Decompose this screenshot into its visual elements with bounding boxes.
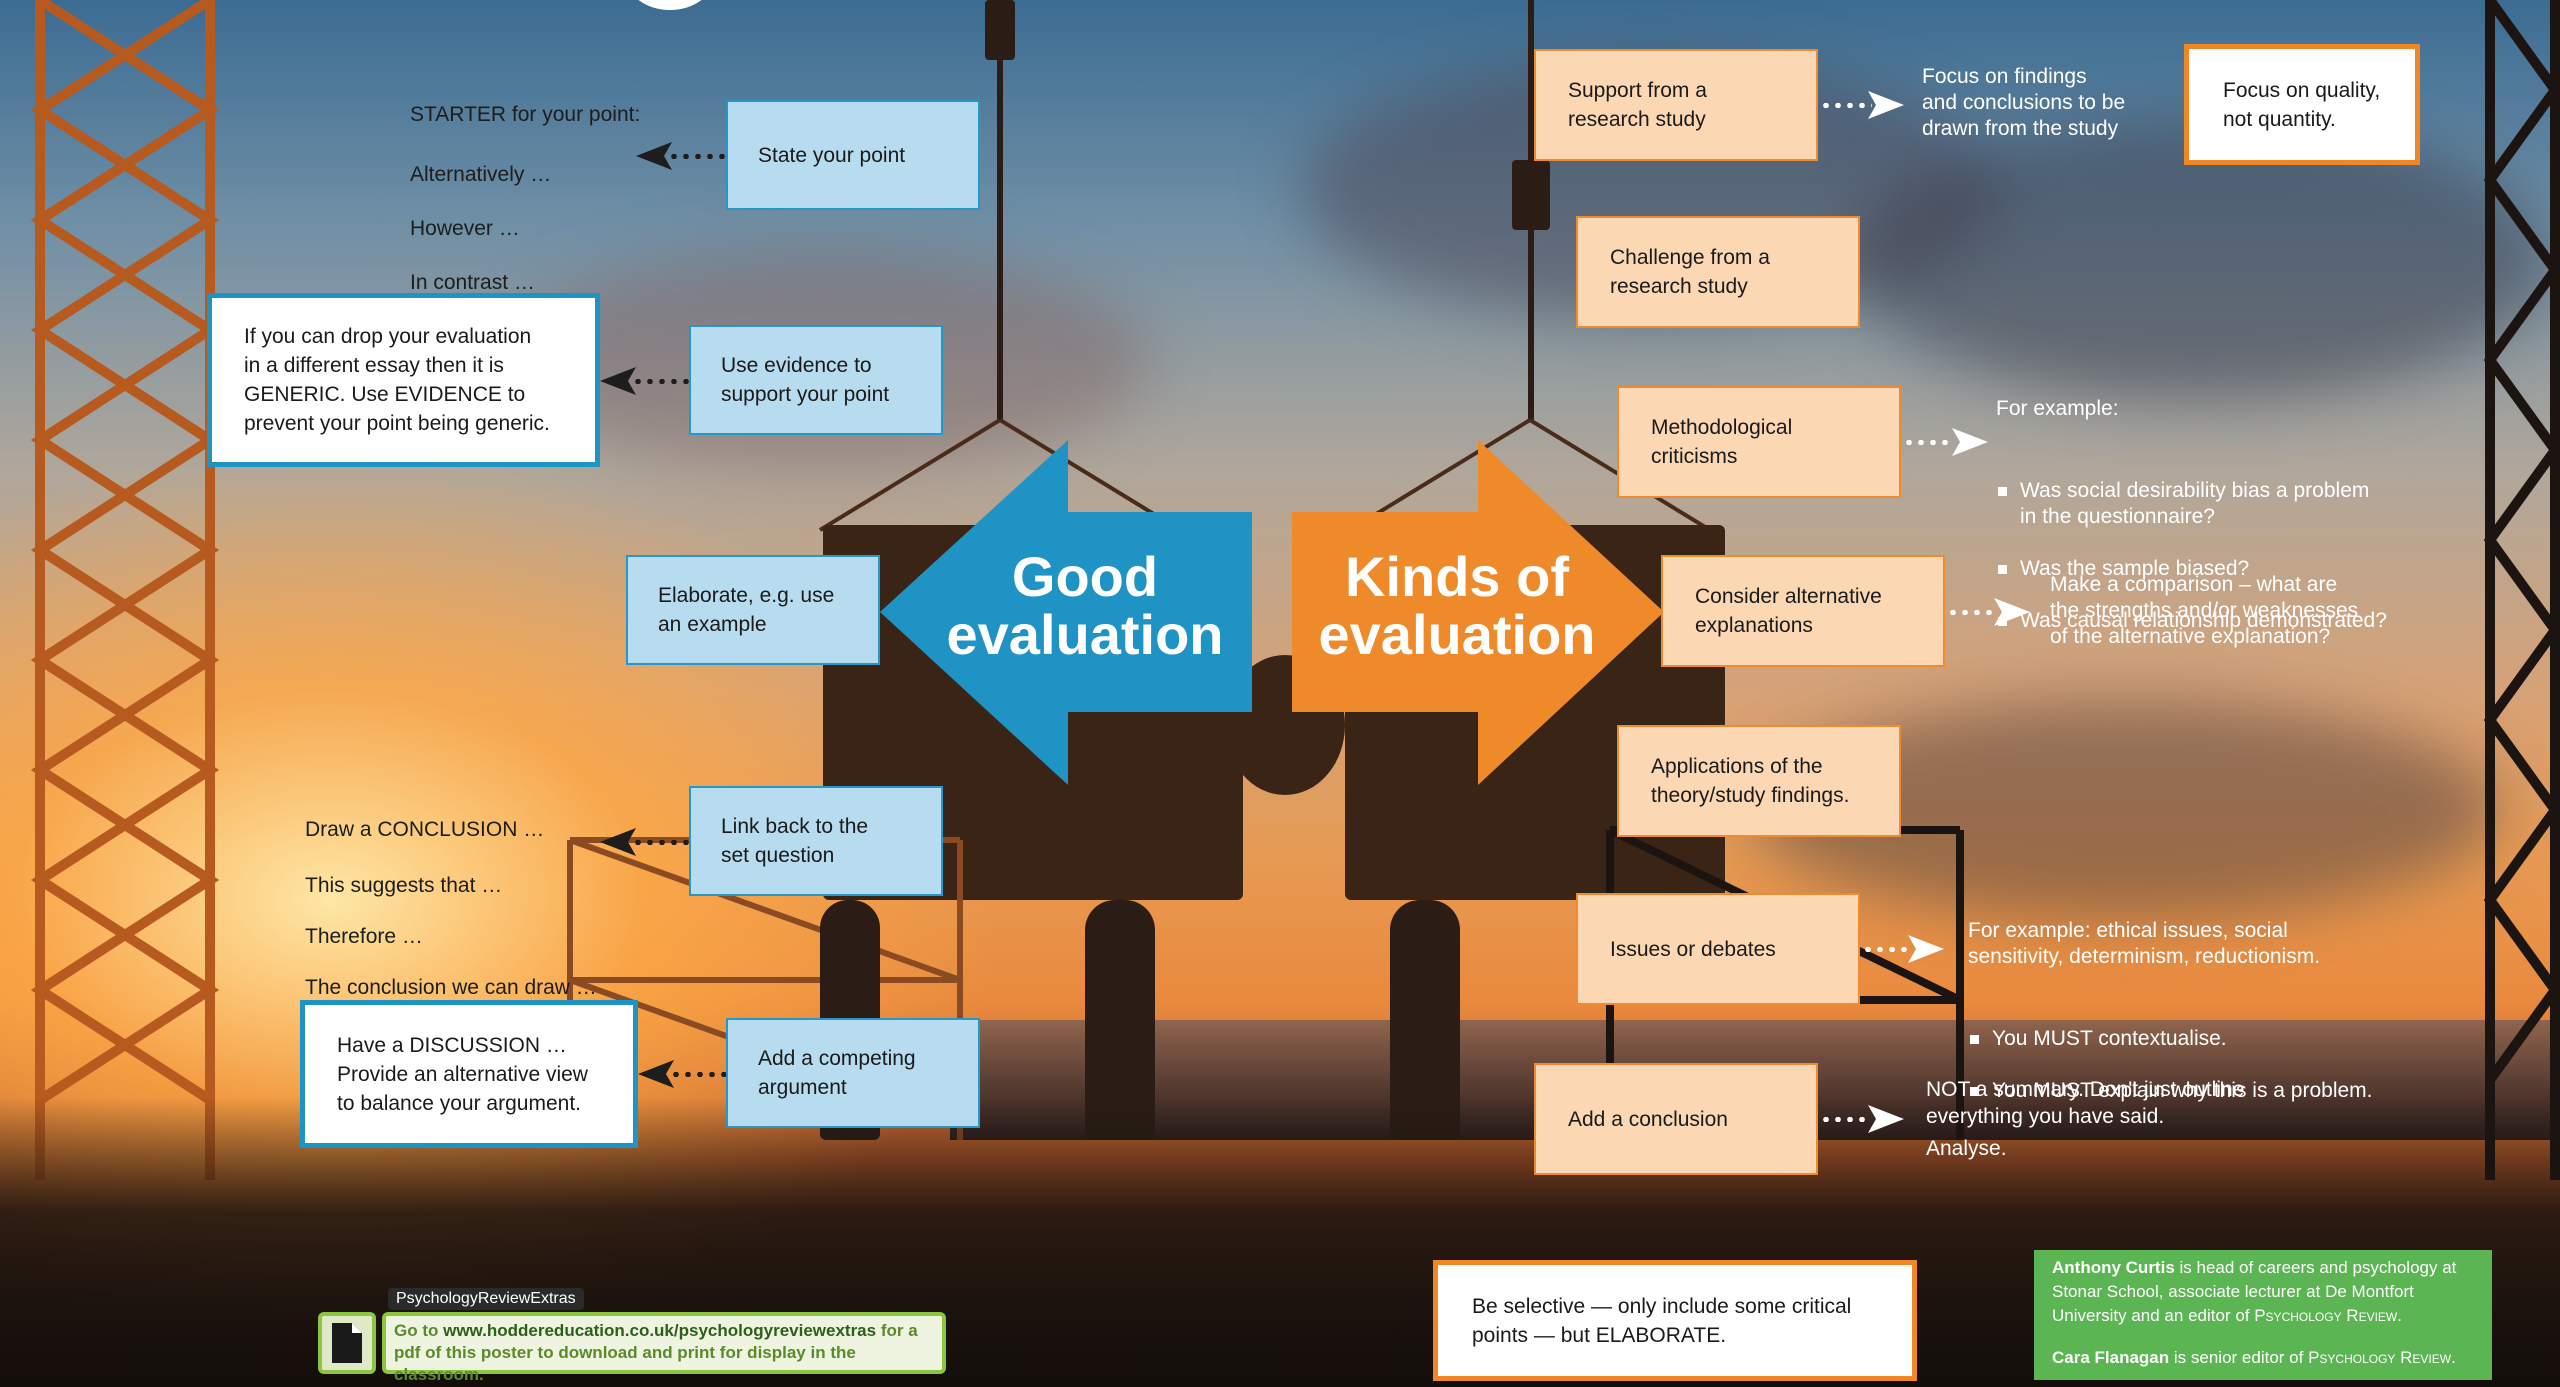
issues-note: For example: ethical issues, social sens…: [1968, 892, 2388, 1156]
author-bio: is senior editor of: [2169, 1348, 2309, 1367]
support-research-box: Support from a research study: [1534, 49, 1818, 161]
dotted-connector: [632, 840, 689, 845]
crane-hook-right: [1512, 160, 1550, 230]
selective-note-box: Be selective — only include some critica…: [1433, 1260, 1917, 1381]
author-name: Cara Flanagan: [2052, 1348, 2170, 1367]
list-item: You MUST explain why this is a problem.: [1968, 1078, 2388, 1104]
dotted-connector: [1820, 103, 1872, 108]
elaborate-box: Elaborate, e.g. use an example: [626, 555, 880, 665]
document-icon: [318, 1312, 376, 1374]
arrowhead-right-icon: [1868, 91, 1904, 119]
dotted-connector: [1820, 1117, 1870, 1122]
extras-go: Go to: [394, 1321, 444, 1340]
dotted-connector: [632, 379, 689, 384]
example-heading: For example:: [1996, 397, 2119, 420]
credits-box: Anthony Curtis is head of careers and ps…: [2034, 1250, 2492, 1380]
issues-list: You MUST contextualise. You MUST explain…: [1968, 1000, 2388, 1130]
extras-rest: pdf of this poster to download and print…: [394, 1343, 856, 1384]
crane-cable-left: [997, 0, 1003, 420]
findings-note: Focus on findings and conclusions to be …: [1922, 65, 2126, 140]
methodological-criticisms-box: Methodological criticisms: [1617, 386, 1901, 498]
starter-item: Alternatively …: [410, 163, 552, 186]
starter-item: However …: [410, 217, 520, 240]
generic-note-box: If you can drop your evaluation in a dif…: [207, 293, 600, 467]
author-bio: is head of careers and psychology at Sto…: [2052, 1258, 2457, 1325]
conclusion-right-note: NOT a summary. Don't just outline everyt…: [1926, 1078, 2245, 1128]
starter-heading: STARTER for your point:: [410, 103, 641, 126]
issues-debates-box: Issues or debates: [1576, 893, 1860, 1005]
alternative-explanations-box: Consider alternative explanations: [1661, 555, 1945, 667]
add-conclusion-box: Add a conclusion: [1534, 1063, 1818, 1175]
extras-banner: PsychologyReviewExtras Go to www.hoddere…: [318, 1288, 946, 1384]
alternative-note: Make a comparison – what are the strengt…: [2050, 573, 2359, 648]
good-evaluation-arrow: [880, 440, 1252, 785]
conclusion-item: Therefore …: [305, 925, 423, 948]
kinds-of-evaluation-arrow: [1292, 440, 1664, 785]
arrowhead-left-icon: [636, 142, 672, 170]
extras-rest: for a: [876, 1321, 918, 1340]
conclusion-item: This suggests that …: [305, 874, 503, 897]
crane-hook-left: [985, 0, 1015, 60]
credit-line: Anthony Curtis is head of careers and ps…: [2052, 1258, 2457, 1325]
methodological-note: For example: Was social desirability bia…: [1996, 370, 2416, 686]
conclusion-note: Draw a CONCLUSION … This suggests that ……: [305, 789, 625, 1027]
applications-box: Applications of the theory/study finding…: [1617, 725, 1901, 837]
extras-link[interactable]: www.hoddereducation.co.uk/psychologyrevi…: [443, 1321, 877, 1340]
arrowhead-right-icon: [1908, 935, 1944, 963]
dotted-connector: [1903, 440, 1953, 445]
journal-name: Psychology Review: [2308, 1348, 2452, 1367]
top-circle: [625, 0, 715, 10]
author-name: Anthony Curtis: [2052, 1258, 2175, 1277]
extras-text: Go to www.hoddereducation.co.uk/psycholo…: [382, 1312, 946, 1384]
good-evaluation-title: Good evaluation: [946, 545, 1224, 666]
list-item: Was the sample biased?: [1996, 556, 2416, 582]
dotted-connector: [670, 1072, 726, 1077]
issues-heading: For example: ethical issues, social sens…: [1968, 919, 2321, 968]
list-item: Was causal relationship demonstrated?: [1996, 608, 2416, 634]
discussion-note-box: Have a DISCUSSION … Provide an alternati…: [300, 1000, 638, 1148]
quality-note-box: Focus on quality, not quantity.: [2184, 44, 2420, 165]
arrowhead-right-icon: [1952, 428, 1988, 456]
conclusion-heading: Draw a CONCLUSION …: [305, 818, 545, 841]
dotted-connector: [668, 154, 726, 159]
cloud: [1850, 120, 2550, 400]
extras-tag: PsychologyReviewExtras: [388, 1288, 584, 1310]
arrowhead-left-icon: [600, 828, 636, 856]
journal-name: Psychology Review: [2254, 1306, 2398, 1325]
dotted-connector: [1947, 610, 1995, 615]
methodological-list: Was social desirability bias a problem i…: [1996, 452, 2416, 660]
credit-line: Cara Flanagan is senior editor of Psycho…: [2052, 1348, 2456, 1367]
use-evidence-box: Use evidence to support your point: [689, 325, 943, 435]
analyse-note: Analyse.: [1926, 1137, 2007, 1160]
arrowhead-left-icon: [600, 367, 636, 395]
crane-tower-left: [30, 0, 220, 1180]
state-point-box: State your point: [726, 100, 980, 210]
list-item: Was social desirability bias a problem i…: [1996, 478, 2416, 530]
crane-tower-right: [2483, 0, 2560, 1180]
arrowhead-left-icon: [638, 1060, 674, 1088]
dotted-connector: [1862, 947, 1910, 952]
competing-argument-box: Add a competing argument: [726, 1018, 980, 1128]
starter-item: In contrast …: [410, 271, 535, 294]
challenge-research-box: Challenge from a research study: [1576, 216, 1860, 328]
document-icon: [332, 1323, 362, 1363]
conclusion-item: The conclusion we can draw …: [305, 976, 597, 999]
link-back-box: Link back to the set question: [689, 786, 943, 896]
list-item: You MUST contextualise.: [1968, 1026, 2388, 1052]
arrowhead-right-icon: [1868, 1105, 1904, 1133]
kinds-of-evaluation-title: Kinds of evaluation: [1318, 545, 1596, 666]
